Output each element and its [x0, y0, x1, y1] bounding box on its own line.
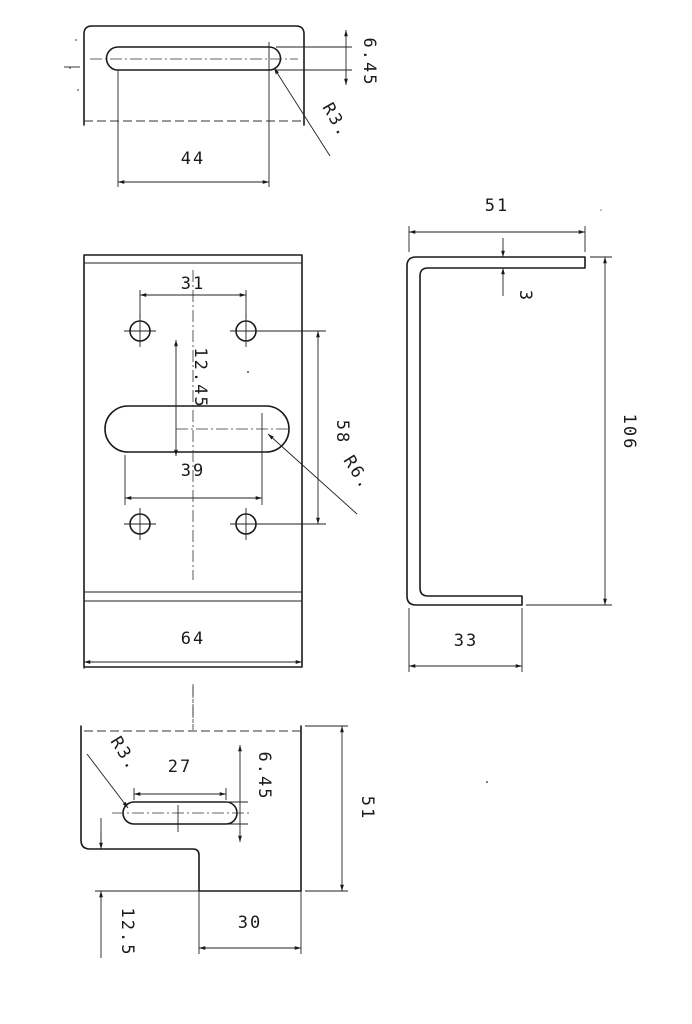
plate-slot-length-label: 39 [181, 461, 205, 481]
mounting-hole-bottom-left [124, 508, 156, 540]
top-view-radius-leader [273, 67, 331, 157]
mounting-hole-bottom-right [230, 508, 262, 540]
plate-width-label: 64 [181, 629, 205, 649]
top-slot-view: 44 6.45 R3. [64, 25, 379, 187]
plate-radius-leader [267, 433, 358, 515]
bottom-view-slot-length-label: 27 [168, 757, 192, 777]
profile-view: 51 3 106 33 [406, 196, 639, 672]
top-view-radius-label: R3. [318, 100, 354, 142]
plate-hole-spacing-label: 31 [181, 274, 205, 294]
profile-flange-bottom-label: 33 [454, 631, 478, 651]
plate-slot-offset-label: 12.45 [190, 347, 210, 408]
plate-radius-label: R6. [339, 452, 375, 494]
plate-outline [83, 254, 303, 668]
bottom-view-height-label: 51 [357, 796, 377, 820]
plate-view: 31 12.45 39 58 R6. 64 [83, 254, 375, 730]
plate-vertical-spacing-label: 58 [332, 420, 352, 444]
profile-height-label: 106 [619, 414, 639, 451]
profile-flange-top-label: 51 [485, 196, 509, 216]
top-view-outline [83, 25, 305, 126]
bottom-view-radius-leader [86, 753, 129, 809]
scan-specks [69, 39, 602, 783]
plate-slot [104, 405, 290, 453]
profile-outline [406, 256, 586, 606]
top-view-width-label: 44 [181, 149, 205, 169]
bottom-view-tab-width-label: 30 [238, 913, 262, 933]
bottom-view-edge-offset-label: 12.5 [117, 908, 137, 957]
bottom-view-slot-height-label: 6.45 [254, 752, 274, 801]
bottom-view-radius-label: R3. [106, 733, 142, 775]
bottom-slot-view: R3. 27 6.45 51 12.5 30 [80, 686, 377, 958]
bottom-view-outline [80, 725, 302, 892]
mounting-hole-top-right [230, 315, 262, 347]
top-view-slot [105, 46, 282, 71]
top-view-slot-height-label: 6.45 [359, 38, 379, 87]
profile-thickness-label: 3 [515, 290, 535, 302]
mounting-hole-top-left [124, 315, 156, 347]
